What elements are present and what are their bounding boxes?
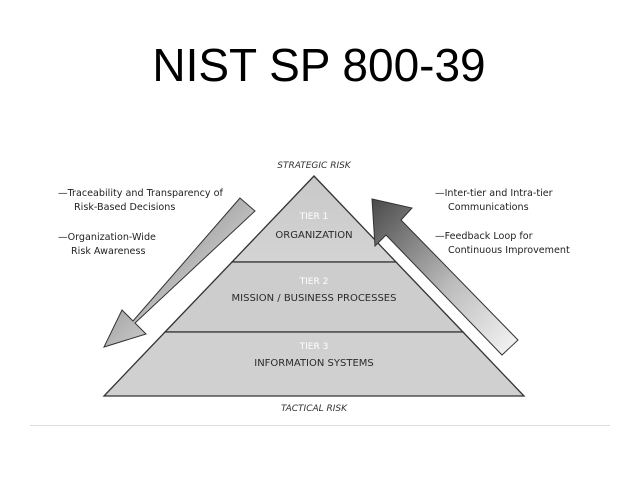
strategic-risk-label: STRATEGIC RISK bbox=[277, 161, 352, 171]
tier-3-number: TIER 3 bbox=[299, 342, 329, 352]
right-note-2-line-1: —Feedback Loop for bbox=[435, 231, 533, 242]
slide-title: NIST SP 800-39 bbox=[152, 39, 486, 91]
footer-divider bbox=[30, 425, 610, 426]
tier-3-name: INFORMATION SYSTEMS bbox=[254, 358, 374, 369]
right-note-1-line-2: Communications bbox=[448, 202, 529, 213]
tactical-risk-label: TACTICAL RISK bbox=[281, 404, 348, 414]
tier-2-name: MISSION / BUSINESS PROCESSES bbox=[232, 293, 397, 304]
left-note-2-line-1: —Organization-Wide bbox=[58, 232, 156, 243]
upward-arrow-icon bbox=[371, 198, 519, 356]
pyramid-tier-3-shape bbox=[102, 331, 526, 397]
tier-1-name: ORGANIZATION bbox=[275, 230, 352, 241]
tier-1-number: TIER 1 bbox=[299, 212, 329, 222]
left-note-2-line-2: Risk Awareness bbox=[71, 246, 145, 257]
left-note-1-line-1: —Traceability and Transparency of bbox=[58, 188, 224, 199]
right-note-1-line-1: —Inter-tier and Intra-tier bbox=[435, 188, 553, 199]
tier-2-number: TIER 2 bbox=[299, 277, 329, 287]
downward-arrow-icon bbox=[103, 197, 256, 348]
left-note-1-line-2: Risk-Based Decisions bbox=[74, 202, 175, 213]
right-note-2-line-2: Continuous Improvement bbox=[448, 245, 570, 256]
